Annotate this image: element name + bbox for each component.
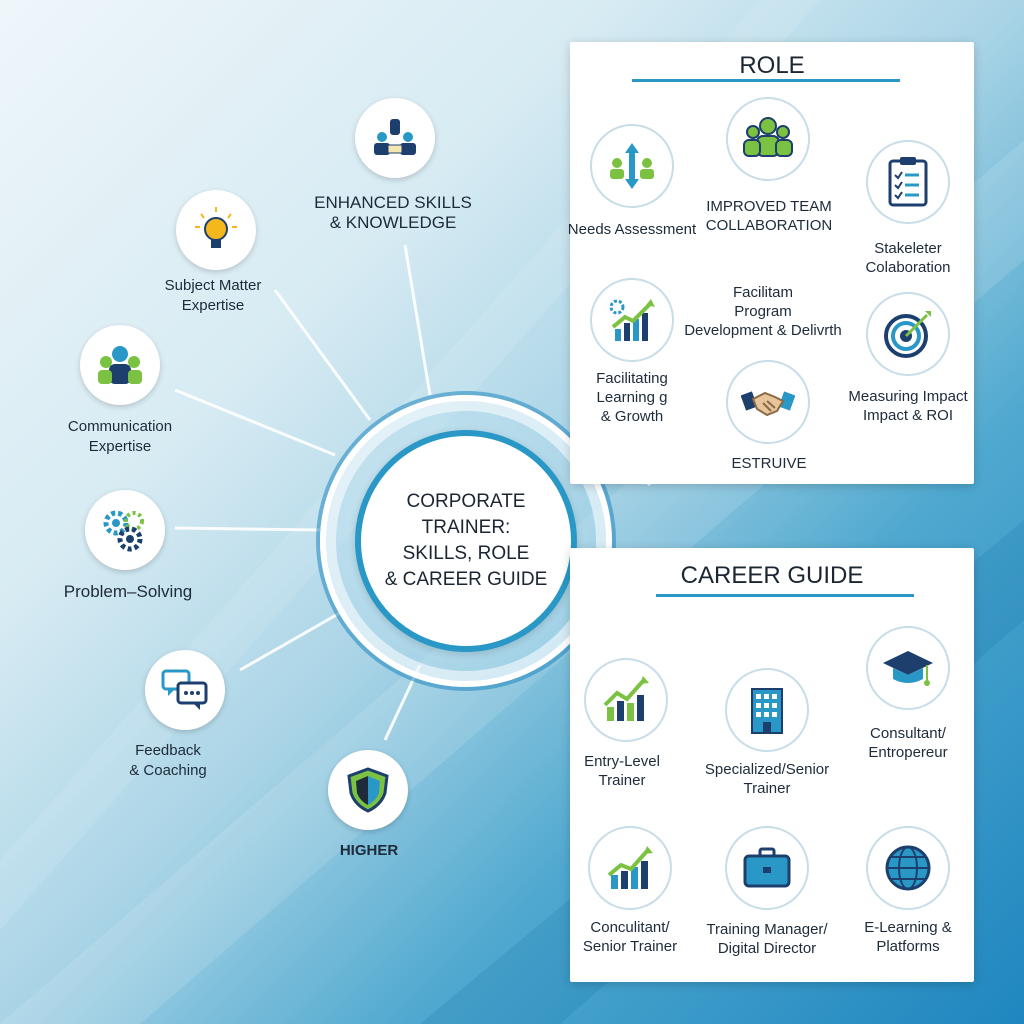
team-presentation-icon xyxy=(355,98,435,178)
role-item-1-line1: Needs Assessment xyxy=(567,221,697,238)
role-title: ROLE xyxy=(739,52,805,79)
growth-chart-icon xyxy=(588,826,672,910)
hub-title-line1: CORPORATE TRAINER: xyxy=(406,491,526,538)
shield-icon xyxy=(328,750,408,830)
role-item-4-line1: Facilitating xyxy=(596,370,668,387)
career-item-4-line1: Conculitant/ xyxy=(590,919,670,936)
career-title-rule xyxy=(656,594,914,597)
role-item-3-line2: Colaboration xyxy=(865,259,951,276)
skill-subject-line1: Subject Matter xyxy=(164,277,262,294)
role-item-5-line2: Program xyxy=(734,303,792,320)
skill-subject-line2: Expertise xyxy=(181,297,245,314)
role-item-7-label: ESTRUIVE xyxy=(679,454,859,473)
career-item-4-label: Conculitant/ Senior Trainer xyxy=(540,918,720,956)
skill-communication-label: Communication Expertise xyxy=(25,417,215,457)
skill-communication-line1: Communication xyxy=(67,418,173,435)
role-item-2-line2: COLLABORATION xyxy=(705,217,833,234)
briefcase-icon xyxy=(725,826,809,910)
career-item-5-label: Training Manager/ Digital Director xyxy=(677,920,857,958)
role-item-7-line1: ESTRUIVE xyxy=(731,455,807,472)
lightbulb-icon xyxy=(176,190,256,270)
role-item-6-label: Measuring Impact Impact & ROI xyxy=(818,387,998,425)
career-item-1-line2: Trainer xyxy=(598,772,646,789)
career-item-2-line1: Specialized/Senior xyxy=(704,761,830,778)
skill-higher-label: HIGHER xyxy=(274,841,464,861)
career-item-5-line2: Digital Director xyxy=(717,940,817,957)
arrows-people-icon xyxy=(590,124,674,208)
career-title: CAREER GUIDE xyxy=(680,562,864,589)
skill-higher-line1: HIGHER xyxy=(339,842,399,859)
target-icon xyxy=(866,292,950,376)
career-panel: CAREER GUIDE Entry-Level Trainer Special… xyxy=(570,548,974,982)
bar-chart-up-icon xyxy=(584,658,668,742)
role-item-5-line1: Facilitam xyxy=(732,284,793,301)
career-item-1-label: Entry-Level Trainer xyxy=(532,752,712,790)
career-item-3-line2: Entropereur xyxy=(868,744,948,761)
globe-icon xyxy=(866,826,950,910)
role-item-6-line1: Measuring Impact xyxy=(848,388,968,405)
growth-chart-gear-icon xyxy=(590,278,674,362)
skill-subject-label: Subject Matter Expertise xyxy=(118,276,308,316)
hub-title-line2: SKILLS, ROLE xyxy=(402,543,530,564)
career-item-4-line2: Senior Trainer xyxy=(582,938,678,955)
skill-problem-line1: Problem–Solving xyxy=(63,582,193,601)
skill-enhanced-label: ENHANCED SKILLS & KNOWLEDGE xyxy=(298,193,488,233)
clipboard-checklist-icon xyxy=(866,140,950,224)
career-item-2-label: Specialized/Senior Trainer xyxy=(677,760,857,798)
role-item-6-line2: Impact & ROI xyxy=(862,407,954,424)
role-item-3-line1: Stakeleter xyxy=(874,240,942,257)
career-item-6-line2: Platforms xyxy=(876,938,940,955)
people-icon xyxy=(80,325,160,405)
role-item-2-label: IMPROVED TEAM COLLABORATION xyxy=(679,197,859,235)
role-item-4-line3: & Growth xyxy=(600,408,664,425)
skill-feedback-line2: & Coaching xyxy=(129,762,207,779)
hub-title-line3: & CAREER GUIDE xyxy=(384,569,548,590)
career-item-5-line1: Training Manager/ xyxy=(706,921,828,938)
central-hub: CORPORATE TRAINER: SKILLS, ROLE & CAREER… xyxy=(355,430,577,652)
role-item-1-label: Needs Assessment xyxy=(542,220,722,239)
career-item-3-label: Consultant/ Entropereur xyxy=(818,724,998,762)
skill-enhanced-line1: ENHANCED SKILLS xyxy=(314,193,472,212)
career-item-1-line1: Entry-Level xyxy=(584,753,660,770)
skill-communication-line2: Expertise xyxy=(88,438,152,455)
career-item-3-line1: Consultant/ xyxy=(870,725,946,742)
handshake-icon xyxy=(726,360,810,444)
role-title-rule xyxy=(632,79,900,82)
chat-bubbles-icon xyxy=(145,650,225,730)
graduation-cap-icon xyxy=(866,626,950,710)
skill-feedback-line1: Feedback xyxy=(135,742,201,759)
career-item-2-line2: Trainer xyxy=(743,780,791,797)
team-icon xyxy=(726,97,810,181)
building-icon xyxy=(725,668,809,752)
gears-icon xyxy=(85,490,165,570)
skill-feedback-label: Feedback & Coaching xyxy=(73,741,263,781)
role-item-5-line3: Development & Delivrth xyxy=(684,322,842,339)
role-item-4-label: Facilitating Learning g & Growth xyxy=(542,369,722,426)
role-item-5-label: Facilitam Program Development & Delivrth xyxy=(663,283,863,340)
role-item-2-line1: IMPROVED TEAM xyxy=(706,198,832,215)
skill-enhanced-line2: & KNOWLEDGE xyxy=(329,213,457,232)
role-item-3-label: Stakeleter Colaboration xyxy=(818,239,998,277)
role-item-4-line2: Learning g xyxy=(596,389,668,406)
career-item-6-line1: E-Learning & xyxy=(864,919,952,936)
skill-problem-label: Problem–Solving xyxy=(33,582,223,602)
career-item-6-label: E-Learning & Platforms xyxy=(818,918,998,956)
role-panel: ROLE Needs Assessment IMPROVED TEAM COLL… xyxy=(568,42,974,484)
